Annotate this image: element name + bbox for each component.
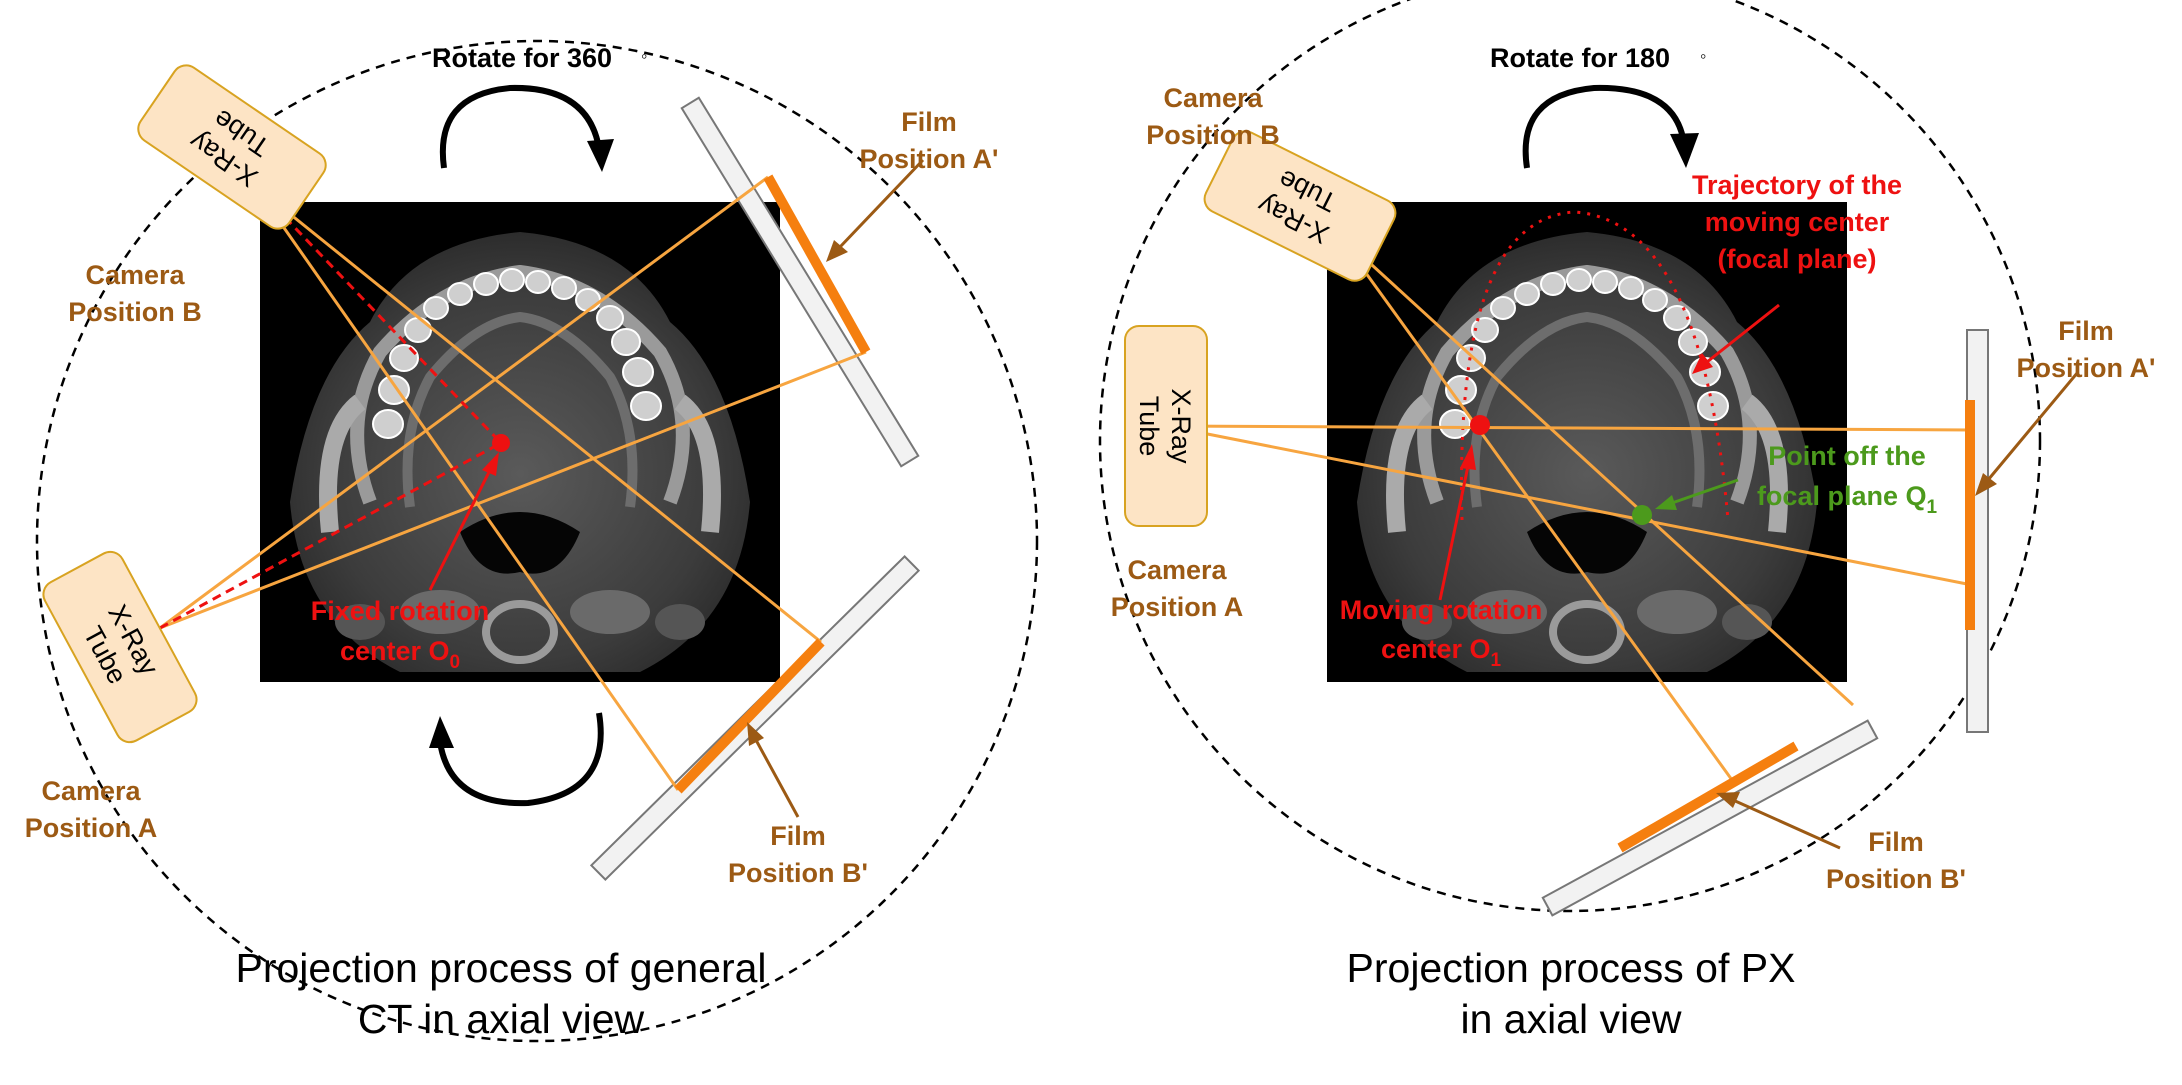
left-film-b-line1: Film [770,821,826,851]
right-trajectory-line3: (focal plane) [1717,244,1876,274]
right-rotation-arrow-top-icon [1522,84,1699,169]
right-film-b-line1: Film [1868,827,1924,857]
right-camera-a-line1: Camera [1127,555,1227,585]
left-film-a-line1: Film [901,107,957,137]
right-moving-center-point [1470,415,1490,435]
right-center-sub: 1 [1490,650,1501,671]
left-rotation-arrow-bottom-icon [429,712,604,807]
right-film-a-line1: Film [2058,316,2114,346]
right-rays [1166,231,1973,781]
left-center-line2-text: center O0 [340,636,460,673]
left-film-a-pointer [826,158,925,262]
left-camera-b-line1: Camera [85,260,185,290]
right-rotation-circle [1098,0,2042,913]
right-point-sub: 1 [1926,497,1937,518]
left-rotation-circle [35,39,1039,1043]
left-rotate-label: Rotate for 360 [432,43,612,73]
right-point-line2-text: focal plane Q1 [1757,481,1938,518]
right-tube-a-line1: X-Ray [1166,388,1196,464]
left-center-pointer-arrow [428,452,499,591]
right-film-b-line2: Position B' [1826,864,1966,894]
left-center-sub: 0 [449,652,460,673]
left-panel: X-Ray Tube X-Ray Tube Rotate for 360 ◦ C… [25,39,1039,1043]
right-center-line1: Moving rotation [1340,595,1542,625]
right-x-ray-tube-a-icon: X-Ray Tube [1124,325,1208,527]
right-film-b-icon [1541,719,1879,917]
right-point-q1 [1632,505,1652,525]
right-caption-line2: in axial view [1460,996,1681,1042]
right-center-pointer-arrow [1438,444,1476,601]
left-center-line1: Fixed rotation [311,596,490,626]
right-point-line2: focal plane Q [1757,481,1927,511]
left-film-b-line2: Position B' [728,858,868,888]
left-film-a-exposed [763,174,871,355]
right-rotate-degree: ◦ [1700,46,1706,66]
right-film-a-pointer [1975,371,2080,496]
left-film-b-pointer [747,722,800,818]
right-film-b-pointer [1716,792,1841,850]
right-film-a-line2: Position A' [2017,353,2156,383]
left-fixed-center-point [492,434,510,452]
right-x-ray-tube-b-icon: X-Ray Tube [1203,130,1397,282]
left-camera-b-line2: Position B [68,297,202,327]
right-center-line2: center O [1381,634,1491,664]
right-caption-line1: Projection process of PX [1347,945,1796,991]
right-camera-b-line1: Camera [1163,83,1263,113]
left-center-line2: center O [340,636,450,666]
right-trajectory-line1: Trajectory of the [1692,170,1902,200]
right-tube-a-line2: Tube [1134,396,1164,457]
right-trajectory-line2: moving center [1705,207,1890,237]
left-camera-a-line1: Camera [41,776,141,806]
left-caption-line2: CT in axial view [358,996,645,1042]
left-center-dashes [159,183,503,630]
left-rotation-arrow-top-icon [439,84,614,172]
left-camera-a-line2: Position A [25,813,158,843]
right-panel: X-Ray Tube X-Ray Tube [1098,0,2156,1042]
right-point-line1: Point off the [1768,441,1925,471]
left-film-a-line2: Position A' [860,144,999,174]
right-trajectory-pointer-arrow [1692,303,1780,374]
right-q1-pointer-arrow [1655,478,1739,510]
left-rotate-degree: ◦ [641,46,647,66]
left-film-b-exposed [674,638,825,794]
left-film-a-icon [680,96,920,468]
right-center-line2-text: center O1 [1381,634,1502,671]
right-camera-a-line2: Position A [1111,592,1244,622]
right-camera-b-line2: Position B [1146,120,1280,150]
right-rotate-label: Rotate for 180 [1490,43,1670,73]
right-film-b-exposed [1617,741,1799,853]
left-caption-line1: Projection process of general [235,945,766,991]
left-x-ray-tube-a-icon: X-Ray Tube [42,550,198,744]
